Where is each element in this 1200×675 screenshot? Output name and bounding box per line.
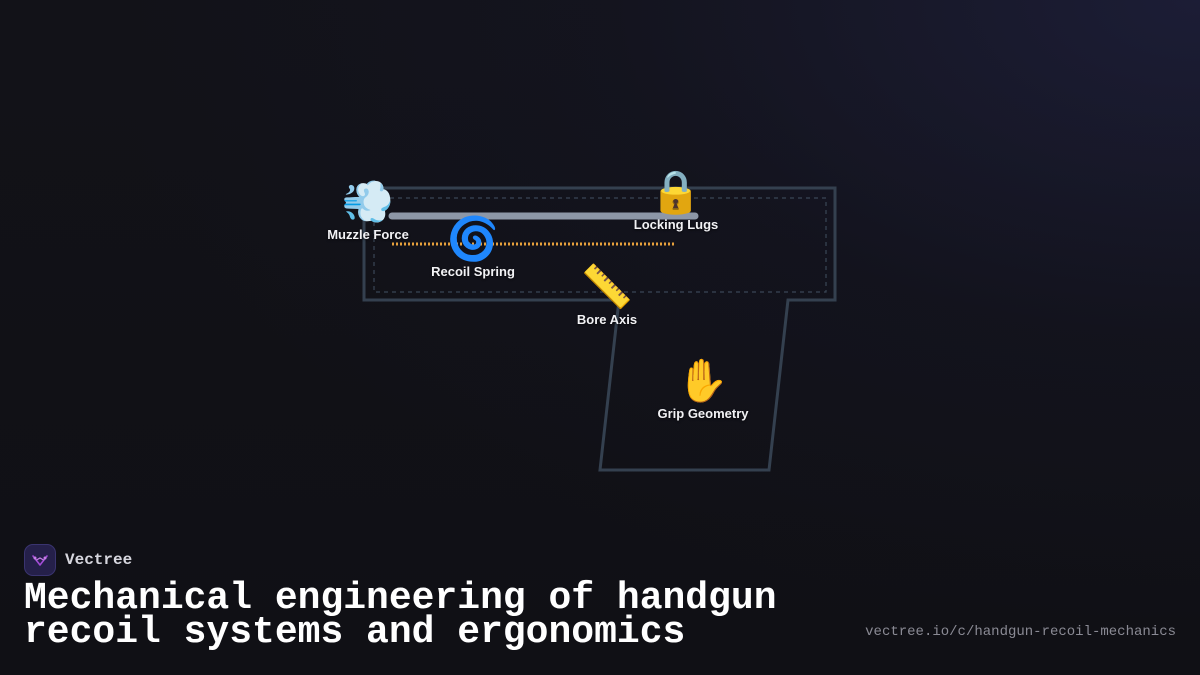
node-label-grip-geometry: Grip Geometry xyxy=(657,406,749,421)
node-label-bore-axis: Bore Axis xyxy=(576,312,638,327)
handgun-body-outline xyxy=(362,186,837,472)
cyclone-spiral-icon: 🌀 xyxy=(446,214,500,263)
node-recoil-spring: 🌀 Recoil Spring xyxy=(431,214,515,280)
vectree-logo-icon xyxy=(24,544,56,576)
node-label-recoil-spring: Recoil Spring xyxy=(431,264,515,279)
node-grip-geometry: ✋ Grip Geometry xyxy=(657,356,749,422)
node-locking-lugs: 🔒 Locking Lugs xyxy=(633,167,719,233)
page-url[interactable]: vectree.io/c/handgun-recoil-mechanics xyxy=(865,624,1176,640)
lock-icon: 🔒 xyxy=(649,167,703,216)
ruler-icon: 📏 xyxy=(580,262,634,311)
raised-hand-icon: ✋ xyxy=(676,356,730,405)
node-label-muzzle-force: Muzzle Force xyxy=(327,227,409,242)
node-label-locking-lugs: Locking Lugs xyxy=(633,217,719,232)
dashing-away-icon: 💨 xyxy=(341,177,395,226)
node-muzzle-force: 💨 Muzzle Force xyxy=(327,177,409,243)
page-title: Mechanical engineering of handgun recoil… xyxy=(24,577,777,654)
node-bore-axis: 📏 Bore Axis xyxy=(576,262,638,328)
slide-inner-dashed-outline xyxy=(373,197,827,293)
vectree-logo-mark xyxy=(32,555,48,566)
brand-name: Vectree xyxy=(65,551,133,569)
brand: Vectree xyxy=(24,544,132,576)
